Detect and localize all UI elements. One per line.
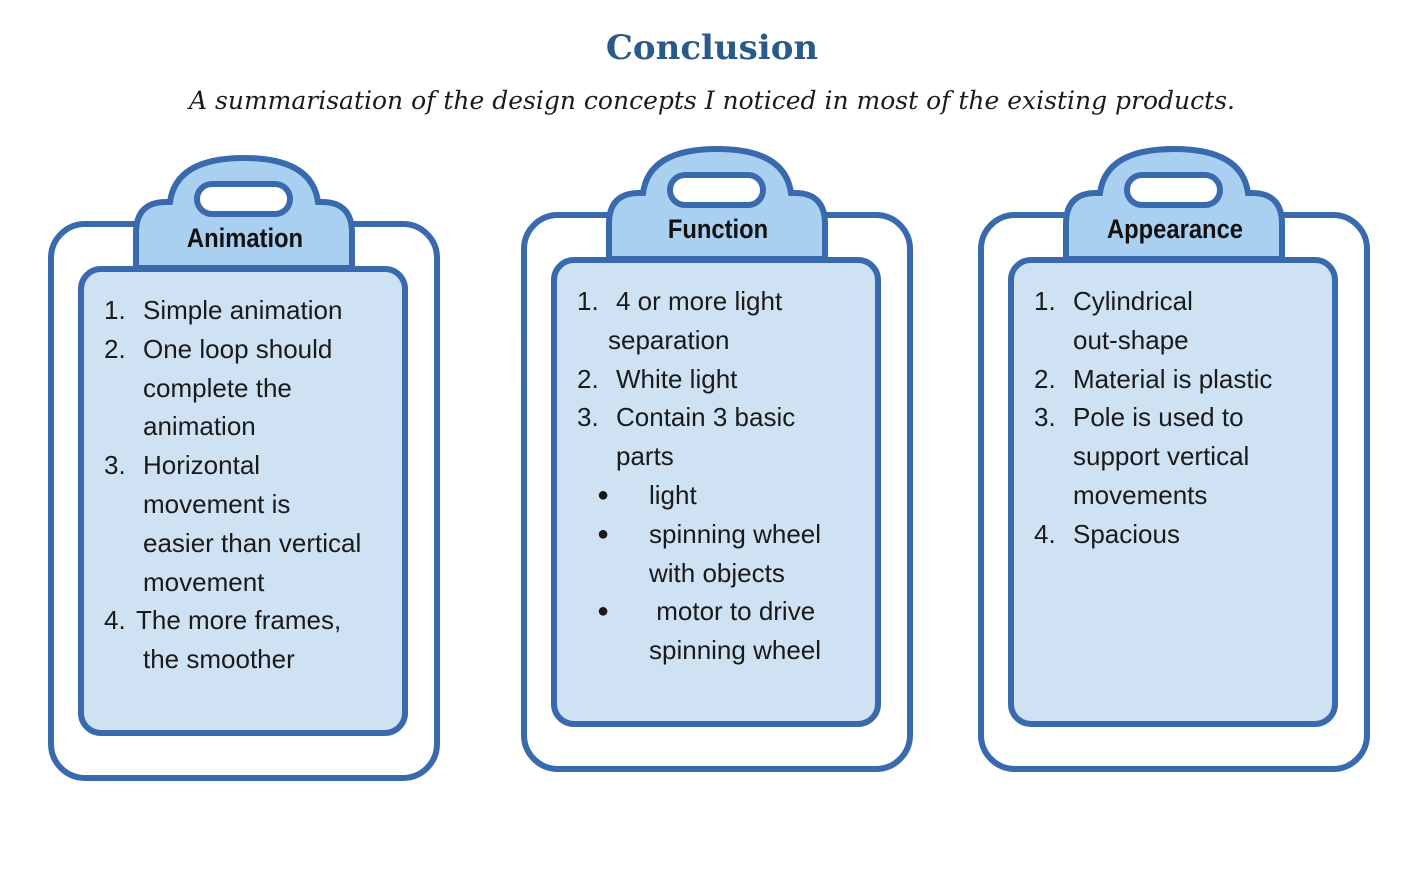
item-text: movements <box>1073 479 1208 510</box>
item-text: One loop should <box>143 333 333 364</box>
item-text: Material is plastic <box>1073 363 1273 394</box>
item-text: 4 or more light <box>616 286 783 316</box>
list-item: 4. Spacious <box>1034 515 1334 554</box>
clipboard-animation: Animation 1. Simple animation 2. One loo… <box>48 155 443 785</box>
card-title-appearance: Appearance <box>1106 214 1244 244</box>
item-text: movement <box>143 566 265 597</box>
item-text: Simple animation <box>143 295 343 325</box>
item-number: 3. <box>104 450 126 481</box>
item-number: 1. <box>577 286 599 316</box>
card-list-function: 1. 4 or more light separation 2. White l… <box>577 282 877 670</box>
list-item: 2. One loop should complete the animatio… <box>104 330 404 446</box>
item-number: 2. <box>104 333 126 364</box>
item-number: 2. <box>577 363 599 394</box>
item-number: 3. <box>1034 402 1056 433</box>
bullet-item: ● motor to drive spinning wheel <box>577 592 877 670</box>
item-number: 3. <box>577 402 599 433</box>
item-number: 1. <box>104 295 126 325</box>
item-text: Cylindrical <box>1073 286 1193 316</box>
page-title: Conclusion <box>605 28 819 68</box>
item-number: 1. <box>1034 286 1056 316</box>
item-text: The more frames, <box>136 605 342 636</box>
item-text: Contain 3 basic <box>616 402 796 433</box>
item-text: parts <box>616 441 674 472</box>
item-text: separation <box>608 324 730 355</box>
item-text: support vertical <box>1073 441 1250 472</box>
list-item: 1. 4 or more light separation <box>577 282 877 360</box>
list-item: 2. Material is plastic <box>1034 360 1334 399</box>
clipboard-frame-animation <box>48 155 440 781</box>
item-text: motor to drive <box>649 596 816 627</box>
list-item: 3. Horizontal movement is easier than ve… <box>104 446 404 601</box>
item-text: Spacious <box>1073 518 1180 549</box>
item-text: with objects <box>649 557 785 588</box>
clipboard-frame-function <box>521 146 913 772</box>
card-list-animation: 1. Simple animation 2. One loop should c… <box>104 291 404 679</box>
bullet-item: ● light <box>577 476 877 515</box>
clipboard-appearance: Appearance 1. Cylindrical out-shape 2. M… <box>978 146 1373 776</box>
page-subtitle: A summarisation of the design concepts I… <box>189 86 1235 115</box>
card-title-function: Function <box>667 214 769 244</box>
item-text: Pole is used to <box>1073 402 1244 433</box>
list-item: 3. Contain 3 basic parts <box>577 398 877 476</box>
item-text: complete the <box>143 372 292 403</box>
bullet-item: ● spinning wheel with objects <box>577 515 877 593</box>
item-text: Horizontal <box>143 450 261 481</box>
item-number: 2. <box>1034 363 1056 394</box>
list-item: 4. The more frames, the smoother <box>104 601 404 679</box>
card-list-appearance: 1. Cylindrical out-shape 2. Material is … <box>1034 282 1334 554</box>
item-text: light <box>649 479 697 510</box>
item-text: out-shape <box>1073 324 1189 355</box>
clipboard-function: Function 1. 4 or more light separation 2… <box>521 146 916 776</box>
list-item: 3. Pole is used to support vertical move… <box>1034 398 1334 514</box>
item-text: animation <box>143 411 256 442</box>
item-text: the smoother <box>143 644 295 675</box>
item-number: 4. <box>1034 518 1056 549</box>
item-text: spinning wheel <box>649 518 822 549</box>
bullet-dot-icon: ● <box>597 522 610 545</box>
item-number: 4. <box>104 605 126 636</box>
card-title-animation: Animation <box>186 223 304 253</box>
bullet-dot-icon: ● <box>597 483 610 506</box>
clipboard-frame-appearance <box>978 146 1370 772</box>
list-item: 2. White light <box>577 360 877 399</box>
item-text: White light <box>616 363 738 394</box>
item-text: easier than vertical <box>143 527 362 558</box>
list-item: 1. Simple animation <box>104 291 404 330</box>
item-text: movement is <box>143 488 291 519</box>
item-text: spinning wheel <box>649 635 822 666</box>
list-item: 1. Cylindrical out-shape <box>1034 282 1334 360</box>
bullet-dot-icon: ● <box>597 600 610 623</box>
